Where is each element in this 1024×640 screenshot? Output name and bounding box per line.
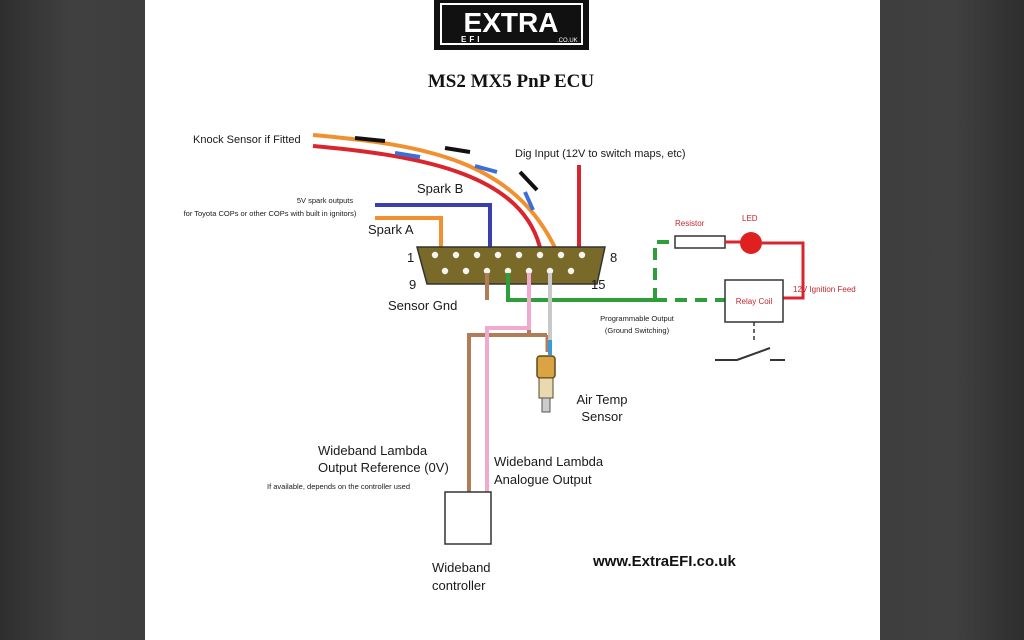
pin-8-label: 8 <box>610 250 617 265</box>
wb-reference-label-line2: Output Reference (0V) <box>318 460 449 475</box>
website-url: www.ExtraEFI.co.uk <box>592 553 736 570</box>
relay-coil-label: Relay Coil <box>736 297 773 306</box>
redblue-wire-stripes <box>394 151 535 211</box>
spark-b-label: Spark B <box>417 181 463 196</box>
spark-b-wire <box>375 203 492 255</box>
relay-coil-box <box>724 279 784 323</box>
logo-main-text: EXTRA <box>464 7 559 38</box>
extraefi-logo: EXTRA EFI .CO.UK <box>434 0 589 50</box>
sensor-gnd-label: Sensor Gnd <box>388 298 457 313</box>
wb-controller-label-line1: Wideband <box>432 560 491 575</box>
db15-connector <box>416 246 606 285</box>
ignition-feed-label: 12V Ignition Feed <box>793 285 856 294</box>
prog-output-label-line2: (Ground Switching) <box>605 326 670 335</box>
prog-output-wire <box>506 273 655 302</box>
wb-controller-label-line2: controller <box>432 578 486 593</box>
pin-1-label: 1 <box>407 250 414 265</box>
wb-reference-note: If available, depends on the controller … <box>267 482 410 491</box>
pin-15-label: 15 <box>591 277 605 292</box>
wb-reference-label-line1: Wideband Lambda <box>318 443 428 458</box>
resistor-label: Resistor <box>675 219 705 228</box>
logo-sub-text: EFI <box>461 35 482 44</box>
led-label: LED <box>742 214 758 223</box>
led <box>740 232 762 254</box>
document-page: EXTRA EFI .CO.UK MS2 MX5 PnP ECU <box>145 0 880 640</box>
pin-9-label: 9 <box>409 277 416 292</box>
spark-outputs-label-line2: for Toyota COPs or other COPs with built… <box>184 209 357 218</box>
wb-analogue-label-line2: Analogue Output <box>494 472 592 487</box>
dig-input-label: Dig Input (12V to switch maps, etc) <box>515 148 686 160</box>
ignition-feed-wire <box>762 241 805 300</box>
wiring-diagram: EXTRA EFI .CO.UK MS2 MX5 PnP ECU <box>184 0 856 593</box>
air-temp-label-line2: Sensor <box>581 409 623 424</box>
wb-analogue-label-line1: Wideband Lambda <box>494 454 604 469</box>
resistor <box>674 235 726 249</box>
air-temp-label-line1: Air Temp <box>576 392 627 407</box>
diagram-title: MS2 MX5 PnP ECU <box>428 71 595 92</box>
spark-a-wire <box>375 216 443 255</box>
wb-analogue-wire <box>485 273 531 492</box>
knock-wire-stripes <box>354 136 539 192</box>
spark-outputs-label-line1: 5V spark outputs <box>297 196 354 205</box>
knock-sensor-label: Knock Sensor if Fitted <box>193 134 301 146</box>
logo-domain-text: .CO.UK <box>557 38 578 44</box>
relay-switch <box>715 347 785 361</box>
prog-output-label-line1: Programmable Output <box>600 314 675 323</box>
spark-a-label: Spark A <box>368 222 414 237</box>
air-temp-sensor <box>536 355 556 413</box>
redblue-wire <box>312 144 543 253</box>
wideband-controller-box <box>444 491 492 545</box>
